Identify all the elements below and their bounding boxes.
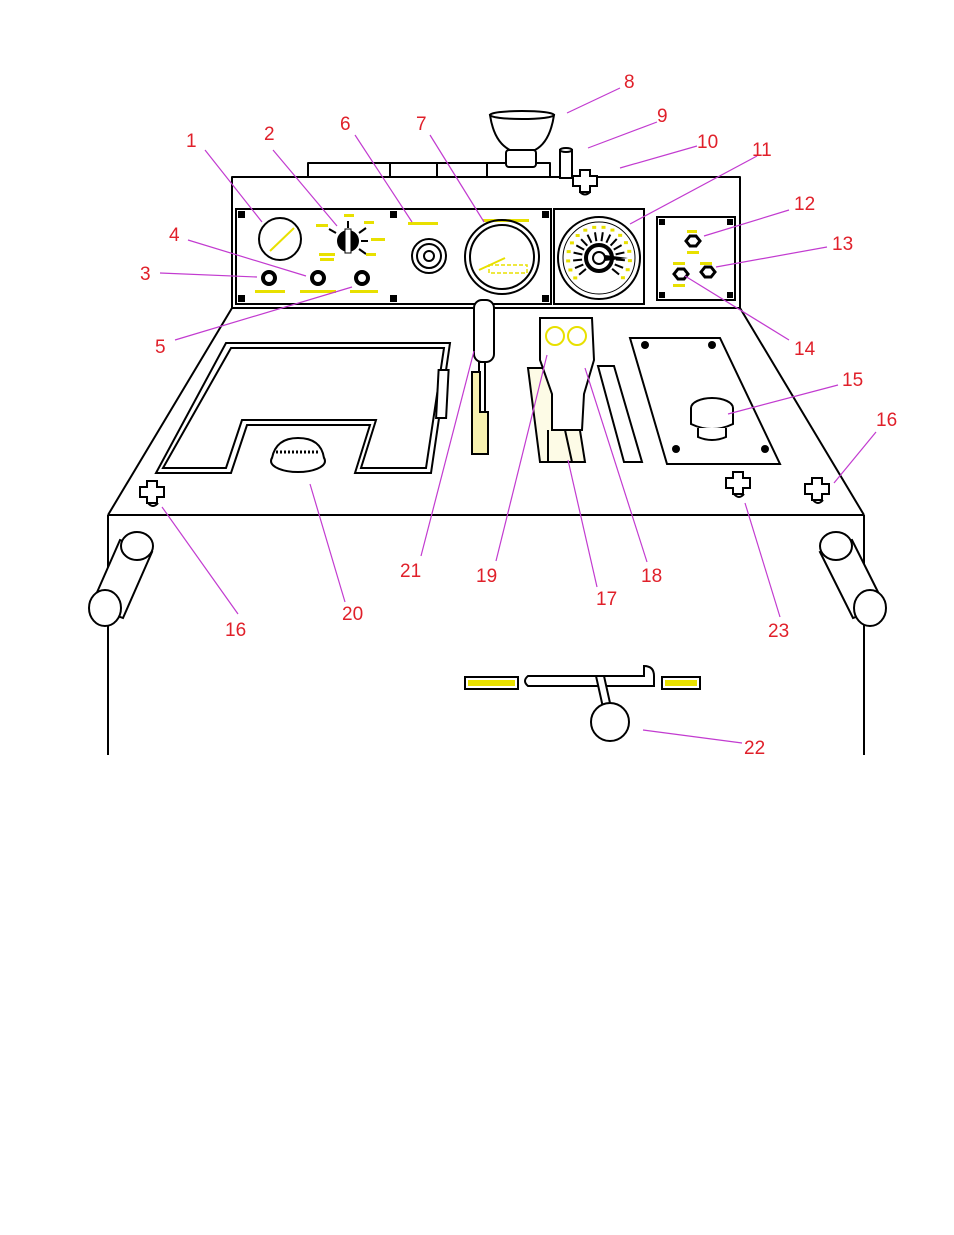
callout-12: 12 [794, 194, 815, 215]
dial-scale-mark [573, 276, 578, 280]
dial-scale-mark [566, 250, 571, 254]
dial-scale-mark [623, 241, 628, 245]
callout-3: 3 [140, 264, 151, 285]
indicator-light-icon [350, 270, 378, 293]
dial-scale-mark [575, 234, 580, 238]
cross-plug-icon [139, 480, 165, 507]
dial-tick [586, 234, 593, 244]
callout-23: 23 [768, 621, 789, 642]
dial-tick [613, 244, 623, 251]
dial-tick [609, 238, 618, 247]
rotary-switch-icon[interactable] [584, 243, 628, 273]
gauge-icon [258, 217, 302, 261]
callout-4: 4 [169, 225, 180, 246]
callout-14: 14 [794, 339, 816, 360]
dial-panel [553, 208, 645, 305]
dial-scale-mark [583, 228, 588, 232]
leader-lines [159, 87, 877, 744]
callout-15: 15 [842, 370, 863, 391]
callout-10: 10 [697, 132, 718, 153]
callout-6: 6 [340, 114, 351, 135]
toggle-switch[interactable] [684, 230, 702, 254]
cross-plug-icon [572, 169, 598, 196]
indicator-light-icon [255, 270, 285, 293]
front-lever[interactable] [464, 664, 701, 742]
push-button[interactable] [690, 397, 734, 441]
dial-scale-mark [569, 241, 574, 245]
knob-icon[interactable] [408, 222, 447, 274]
dial-scale-mark [610, 228, 615, 232]
cross-plug-icon [804, 477, 830, 504]
callout-20: 20 [342, 604, 363, 625]
callout-22: 22 [744, 738, 765, 759]
left-grab-handle [88, 531, 154, 627]
dial-scale-mark [625, 268, 630, 272]
button-plate [628, 337, 782, 465]
callout-8: 8 [624, 72, 635, 93]
dial-scale-mark [620, 276, 625, 280]
dial-tick [575, 244, 585, 251]
dial-scale-mark [566, 259, 571, 263]
dial-tick [615, 258, 625, 262]
rear-top-blocks [307, 162, 551, 177]
lever-icon[interactable] [435, 299, 495, 455]
dial-tick [573, 258, 583, 262]
toggle-switch[interactable] [699, 262, 717, 279]
dial-scale-mark [592, 225, 597, 229]
callout-numbers: 1 2 3 4 5 6 7 8 9 10 11 12 13 14 15 16 1… [140, 72, 897, 759]
callout-18: 18 [641, 566, 662, 587]
callout-13: 13 [832, 234, 853, 255]
indicator-lights [255, 270, 378, 293]
dial-tick [614, 263, 624, 269]
dial-ticks [566, 225, 632, 280]
callout-11: 11 [752, 140, 772, 161]
callout-16-right: 16 [876, 410, 897, 431]
callout-2: 2 [264, 124, 275, 145]
callout-21: 21 [400, 561, 421, 582]
handle-icon[interactable] [526, 317, 644, 463]
dial-tick [611, 268, 620, 276]
switch-panel [656, 216, 736, 301]
callout-7: 7 [416, 114, 427, 135]
dial-tick [605, 234, 612, 244]
dial-scale-mark [601, 225, 606, 229]
right-grab-handle [818, 531, 887, 627]
filler-cap[interactable] [270, 436, 326, 473]
indicator-light-icon [300, 270, 336, 293]
console-front-outline [107, 514, 865, 755]
callout-9: 9 [657, 106, 668, 127]
callout-1: 1 [186, 131, 197, 152]
top-control-knob[interactable] [488, 110, 556, 168]
dial-scale-mark [568, 268, 573, 272]
dial-tick [580, 238, 589, 247]
dial-scale-mark [618, 233, 623, 237]
rotary-switch-icon[interactable] [316, 214, 385, 261]
callout-19: 19 [476, 566, 497, 587]
dial-scale-mark [627, 259, 632, 263]
dial-tick [574, 263, 584, 269]
callout-16-left: 16 [225, 620, 246, 641]
dial-tick [593, 232, 598, 242]
tachometer-icon [464, 219, 540, 295]
dial-tick [615, 251, 625, 256]
cross-plug-icon [725, 471, 751, 498]
instrument-housing [231, 176, 741, 308]
callout-17: 17 [596, 589, 617, 610]
dial-tick [578, 268, 587, 276]
callout-5: 5 [155, 337, 166, 358]
upright-pin [559, 147, 573, 179]
main-instrument-panel [235, 208, 552, 305]
dial-tick [600, 232, 604, 242]
dial-scale-mark [627, 249, 632, 253]
dial-tick [573, 251, 583, 256]
toggle-switch[interactable] [672, 262, 690, 287]
